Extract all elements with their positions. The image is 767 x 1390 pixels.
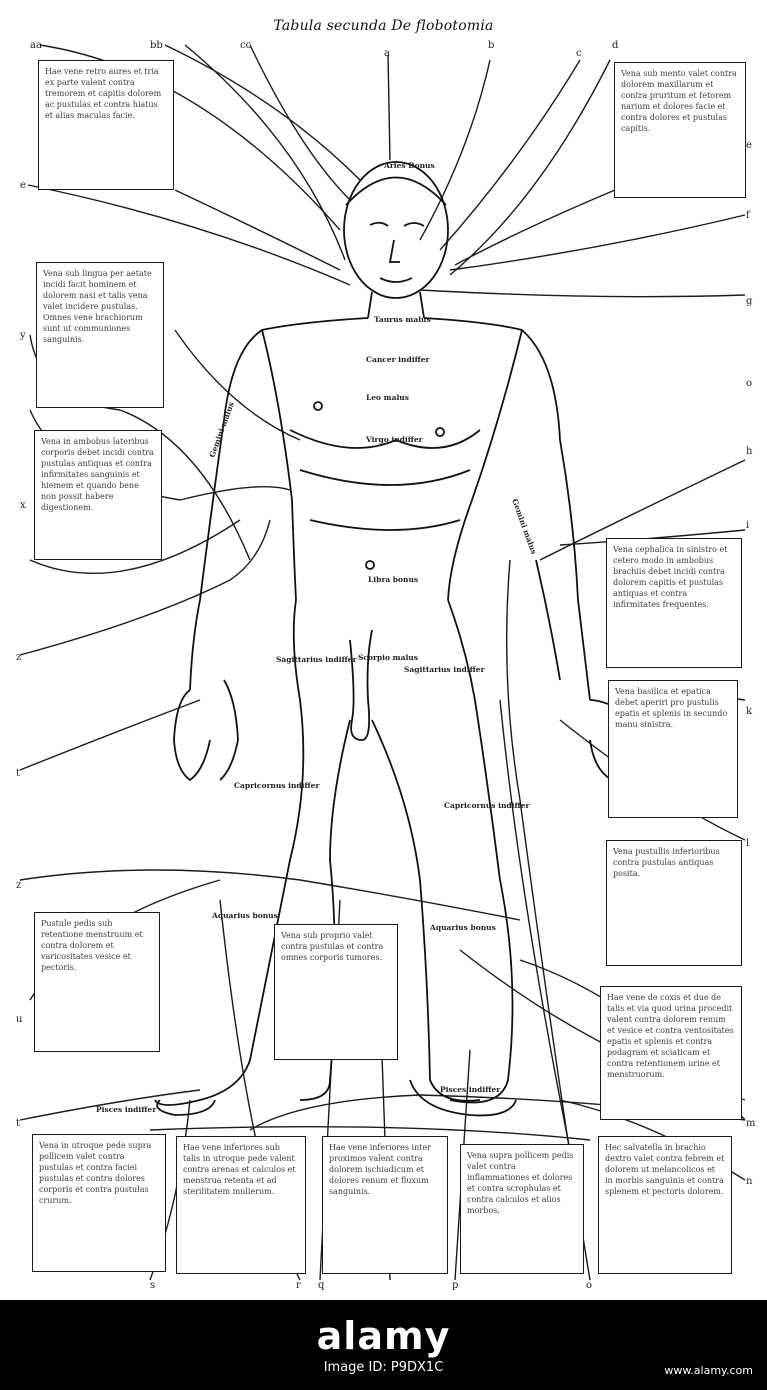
box-left-low: Pustule pedis sub retentione menstruum e… bbox=[34, 912, 160, 1052]
gemini-left-label: Gemini malus bbox=[207, 401, 235, 459]
gemini-right-label: Gemini malus bbox=[510, 498, 538, 556]
letter-cc: cc bbox=[240, 40, 252, 51]
capricorn-left-label: Capricornus indiffer bbox=[234, 781, 320, 790]
box-top-left: Hae vene retro aures et tria ex parte va… bbox=[38, 60, 174, 190]
pisces-right-label: Pisces indiffer bbox=[440, 1085, 501, 1094]
letter-e-right: e bbox=[746, 140, 752, 151]
alamy-logo: alamy bbox=[316, 1314, 451, 1358]
box-right-2: Vena basilica et epatica debet aperiri p… bbox=[608, 680, 738, 818]
leo-label: Leo malus bbox=[366, 393, 409, 402]
letter-t2-left: t bbox=[16, 1118, 21, 1129]
connector-lines bbox=[19, 44, 746, 1281]
cancer-label: Cancer indiffer bbox=[366, 355, 431, 364]
letter-h-right: h bbox=[746, 446, 753, 457]
capricorn-right-label: Capricornus indiffer bbox=[444, 801, 530, 810]
letter-b: b bbox=[488, 40, 495, 51]
virgo-label: Virgo indiffer bbox=[365, 435, 424, 444]
letter-g-right: g bbox=[746, 296, 753, 307]
image-id: Image ID: P9DX1C bbox=[323, 1360, 444, 1375]
watermark-footer: alamy Image ID: P9DX1C www.alamy.com bbox=[0, 1300, 767, 1390]
libra-label: Libra bonus bbox=[368, 575, 418, 584]
body-outline bbox=[154, 161, 650, 1117]
letter-aa: aa bbox=[30, 40, 42, 51]
box-top-right: Vena sub mento valet contra dolorem maxi… bbox=[614, 62, 746, 198]
letter-z-left: z bbox=[16, 652, 22, 663]
aquarius-right-label: Aquarius bonus bbox=[429, 923, 496, 932]
letter-s-bottom: s bbox=[150, 1280, 156, 1291]
letter-a: a bbox=[384, 48, 390, 59]
scorpio-label: Scorpio malus bbox=[358, 653, 418, 662]
letter-u-left: u bbox=[16, 1014, 23, 1025]
letter-e-left: e bbox=[20, 180, 26, 191]
letter-x-left: x bbox=[20, 500, 26, 511]
box-bottom-4: Vena supra pollicem pedis valet contra i… bbox=[460, 1144, 584, 1274]
aquarius-left-label: Aquarius bonus bbox=[211, 911, 278, 920]
letter-y-left: y bbox=[20, 330, 26, 341]
sagittarius-right-label: Sagittarius indiffer bbox=[404, 665, 486, 674]
box-right-3: Vena pustullis inferioribus contra pustu… bbox=[606, 840, 742, 966]
letter-i-right: i bbox=[746, 520, 750, 531]
vein-man-figure: Aries Bonus Taurus malus Cancer indiffer… bbox=[19, 44, 746, 1281]
box-bottom-2: Hae vene inferiores sub talis in utroque… bbox=[176, 1136, 306, 1274]
woodcut-plate: Aries Bonus Taurus malus Cancer indiffer… bbox=[16, 18, 756, 1291]
box-bottom-1: Vena in utroque pede supra pollicem vale… bbox=[32, 1134, 166, 1272]
aries-label: Aries Bonus bbox=[383, 161, 435, 170]
letter-d: d bbox=[612, 40, 619, 51]
box-mid-left-1: Vena sub lingua per aetate incidi facit … bbox=[36, 262, 164, 408]
box-right-4: Hae vene de coxis et due de talis et via… bbox=[600, 986, 742, 1120]
letter-o-right: o bbox=[746, 378, 753, 389]
letter-l-right: l bbox=[746, 838, 750, 849]
pisces-left-label: Pisces indiffer bbox=[96, 1105, 157, 1114]
letter-m-right: m bbox=[746, 1118, 756, 1129]
letter-f-right: f bbox=[746, 210, 750, 221]
box-bottom-3: Hae vene inferiores inter proximos valen… bbox=[322, 1136, 448, 1274]
letter-r-bottom: r bbox=[296, 1280, 301, 1291]
letter-n-right: n bbox=[746, 1176, 753, 1187]
box-mid-left-2: Vena in ambobus lateribus corporis debet… bbox=[34, 430, 162, 560]
letter-z2-left: z bbox=[16, 880, 22, 891]
plate-title: Tabula secunda De flobotomia bbox=[273, 18, 494, 34]
letter-q-bottom: q bbox=[318, 1280, 325, 1291]
letter-bb: bb bbox=[150, 40, 163, 51]
box-center-low: Vena sub proprio valet contra pustulas e… bbox=[274, 924, 398, 1060]
letter-p-bottom: p bbox=[452, 1280, 459, 1291]
taurus-label: Taurus malus bbox=[374, 315, 431, 324]
box-right-1: Vena cephalica in sinistro et cetero mod… bbox=[606, 538, 742, 668]
letter-o-bottom: o bbox=[586, 1280, 593, 1291]
letter-k-right: k bbox=[746, 706, 753, 717]
box-bottom-5: Hec salvatella in brachio dextro valet c… bbox=[598, 1136, 732, 1274]
sagittarius-left-label: Sagittarius indiffer bbox=[276, 655, 358, 664]
stock-url: www.alamy.com bbox=[664, 1364, 753, 1377]
letter-t-left: t bbox=[16, 768, 21, 779]
letter-c: c bbox=[576, 48, 582, 59]
